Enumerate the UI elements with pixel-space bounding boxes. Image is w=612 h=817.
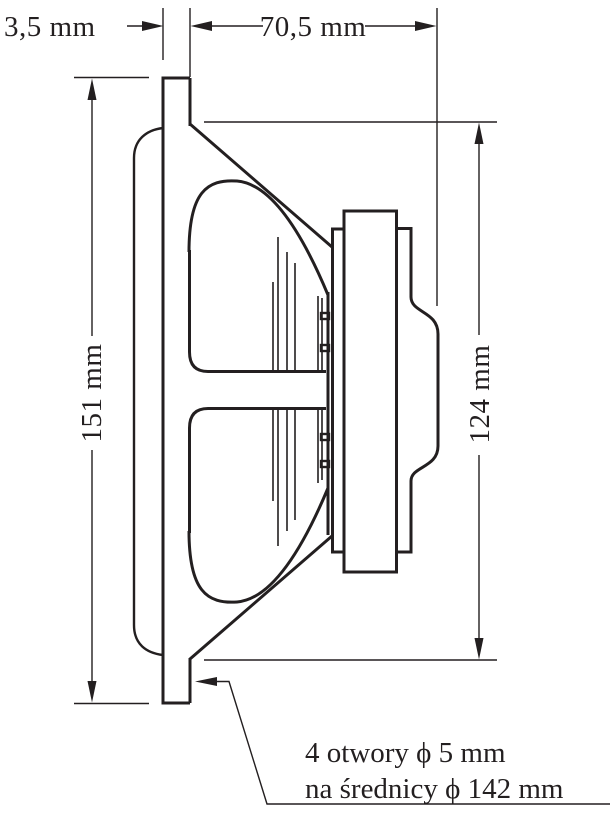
dimension-rear-diameter [204, 121, 497, 661]
basket-arm-lower [189, 534, 333, 661]
basket-arm-upper [189, 122, 333, 249]
leader-line [215, 680, 610, 805]
arrow-left-icon [195, 677, 217, 686]
cone-line-upper [187, 179, 330, 296]
cone-line-lower [187, 487, 330, 604]
magnet-assembly [331, 209, 440, 574]
dimension-front-diameter [74, 76, 149, 705]
flange-thickness-label: 3,5 mm [4, 11, 96, 43]
mounting-holes-leader [195, 677, 610, 805]
dimension-mounting-depth [189, 8, 438, 306]
arrow-up-icon [87, 78, 97, 100]
dimension-flange-thickness [127, 8, 164, 60]
vent-tick [319, 459, 331, 469]
mounting-depth-label: 70,5 mm [260, 11, 367, 43]
speaker-outline [132, 76, 440, 705]
mounting-flange [161, 76, 190, 705]
vent-tick [319, 432, 331, 442]
arrow-left-icon [190, 21, 212, 31]
arrow-down-icon [474, 638, 484, 660]
cone-neck-lines [272, 237, 323, 546]
front-diameter-label: 151 mm [76, 344, 108, 443]
magnet-front-plate [331, 227, 344, 554]
arrow-right-icon [415, 21, 437, 31]
surround-profile [132, 126, 164, 657]
mounting-note-line1: 4 otwory ϕ 5 mm [305, 737, 506, 769]
arrow-down-icon [87, 681, 97, 703]
arrow-up-icon [474, 122, 484, 144]
arrow-right-icon [142, 21, 164, 31]
basket-window-edge [188, 250, 326, 373]
vent-tick [319, 343, 331, 353]
magnet-core [342, 209, 398, 574]
magnet-back-plate [396, 227, 440, 554]
vent-ticks [319, 311, 331, 469]
mounting-note-line2: na średnicy ϕ 142 mm [305, 773, 564, 805]
basket-window-edge [188, 407, 326, 533]
vent-tick [319, 311, 331, 321]
rear-diameter-label: 124 mm [464, 345, 496, 444]
